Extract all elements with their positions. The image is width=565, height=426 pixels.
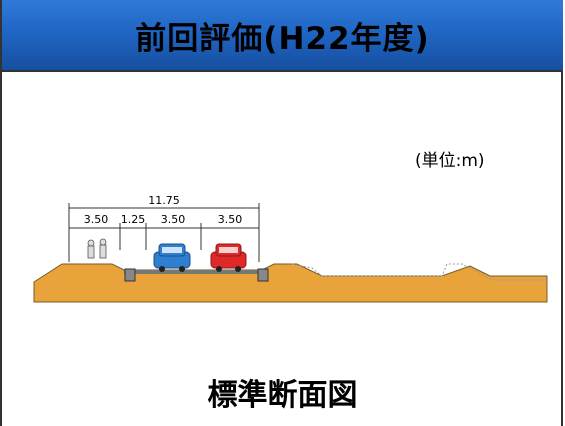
- dim-lane-right: 3.50: [218, 213, 243, 226]
- blue-car-icon: [153, 243, 191, 272]
- unit-label: (単位:m): [415, 151, 485, 171]
- drain-right: [257, 268, 269, 282]
- dim-sidewalk: 3.50: [84, 213, 109, 226]
- embankment: [33, 263, 548, 303]
- dim-total: 11.75: [148, 194, 180, 207]
- dim-lane-left: 3.50: [161, 213, 186, 226]
- road-surface: [124, 270, 262, 274]
- diagram-caption: 標準断面図: [207, 378, 358, 413]
- dimension-lines: [68, 203, 260, 262]
- dim-shoulder: 1.25: [121, 213, 146, 226]
- pedestrian-icon: [87, 238, 107, 259]
- page-title: 前回評価(H22年度): [135, 20, 430, 57]
- red-car-icon: [210, 243, 247, 272]
- future-section-outline: [291, 263, 547, 281]
- title-banner: 前回評価(H22年度): [2, 0, 563, 72]
- drain-left: [124, 268, 136, 282]
